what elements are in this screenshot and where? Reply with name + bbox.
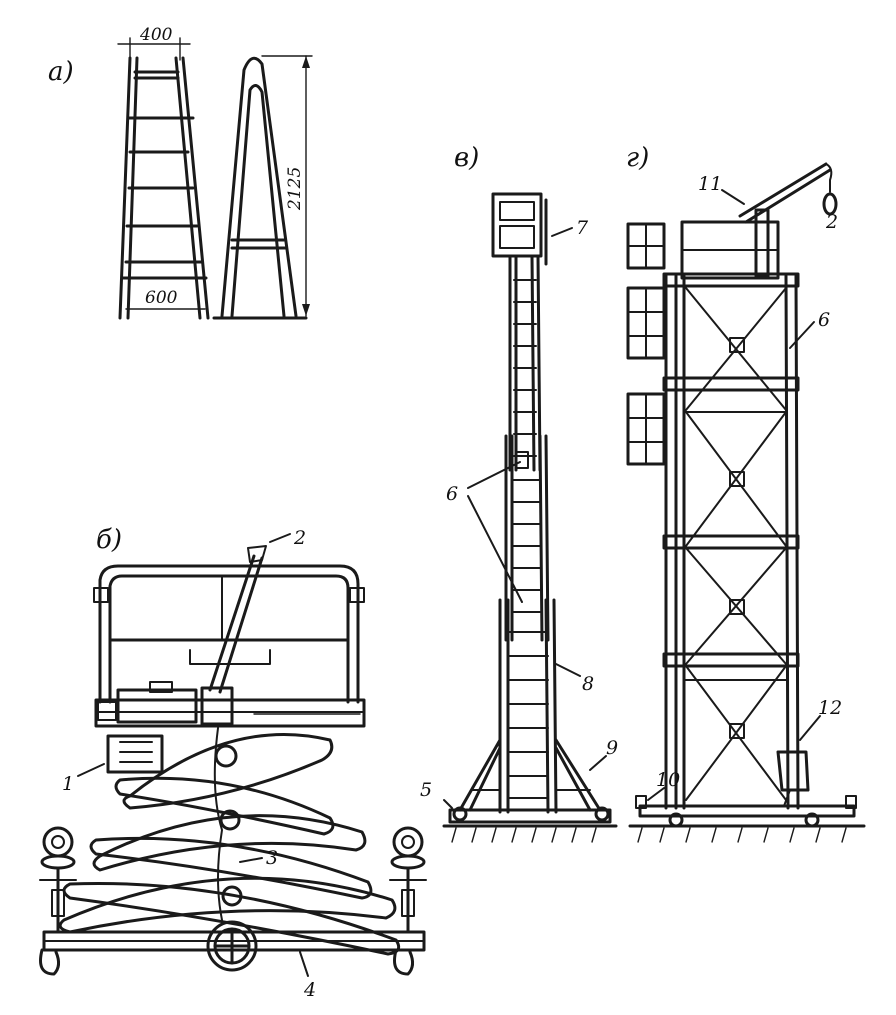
callout-6-leader: 6 bbox=[446, 461, 523, 603]
callout-2: 2 bbox=[293, 527, 306, 549]
motor-unit: 1 bbox=[62, 734, 164, 795]
callout-6-tower-leader: 6 bbox=[789, 309, 830, 349]
panel-a-stepladder: а) 400 600 bbox=[48, 25, 313, 320]
tower-winch: 12 bbox=[776, 697, 842, 807]
callout-7: 7 bbox=[576, 217, 589, 239]
base-frame: 4 bbox=[42, 930, 426, 1001]
callout-12: 12 bbox=[818, 697, 842, 719]
mast-top-cabin: 7 bbox=[491, 192, 589, 266]
callout-6: 6 bbox=[446, 483, 458, 505]
dimension-top-width-label: 400 bbox=[139, 25, 173, 45]
callout-6-tower: 6 bbox=[818, 309, 830, 331]
callout-9: 9 bbox=[606, 737, 618, 759]
ladder-front-view bbox=[118, 56, 210, 320]
mast-base: 5 bbox=[420, 779, 618, 843]
outrigger-right bbox=[389, 826, 427, 976]
mast-lower-section: 8 bbox=[498, 598, 594, 814]
callout-3: 3 bbox=[266, 847, 278, 869]
panel-label-b: б) bbox=[96, 525, 122, 555]
callout-8: 8 bbox=[582, 673, 594, 695]
outrigger-left bbox=[39, 826, 77, 976]
platform-deck bbox=[94, 681, 366, 728]
hoist-boom: 11 2 bbox=[698, 162, 838, 278]
mast-support-legs: 9 bbox=[458, 737, 618, 812]
tower-top-cabin bbox=[680, 220, 780, 280]
mast-middle-section bbox=[504, 434, 550, 642]
panel-b-scissor-lift: б) 2 bbox=[39, 525, 427, 1001]
scissor-mechanism: 3 bbox=[58, 727, 401, 956]
callout-4: 4 bbox=[303, 979, 316, 1001]
dimension-bottom-width: 600 bbox=[125, 288, 206, 310]
panel-g-scaffold-tower: г) 11 2 bbox=[626, 143, 866, 843]
callout-5: 5 bbox=[420, 779, 432, 801]
callout-1: 1 bbox=[62, 773, 74, 795]
panel-v-telescopic-mast: в) 7 bbox=[420, 143, 618, 843]
tower-side-panels bbox=[626, 222, 666, 466]
center-wheel bbox=[206, 920, 258, 972]
callout-2-tower: 2 bbox=[825, 211, 838, 233]
ladder-side-view bbox=[212, 56, 308, 320]
dimension-height-label: 2125 bbox=[285, 167, 305, 211]
dimension-height: 2125 bbox=[261, 55, 313, 317]
control-lever: 2 bbox=[200, 527, 306, 726]
dimension-bottom-width-label: 600 bbox=[145, 288, 178, 308]
panel-label-g: г) bbox=[626, 143, 649, 173]
tower-frame-levels bbox=[662, 272, 800, 681]
callout-11: 11 bbox=[698, 173, 722, 195]
mast-upper-section bbox=[508, 254, 542, 472]
panel-label-a: а) bbox=[48, 57, 74, 87]
panel-label-v: в) bbox=[454, 143, 479, 173]
tower-base: 10 bbox=[628, 769, 866, 843]
dimension-top-width: 400 bbox=[117, 25, 191, 61]
tower-cross-bracing bbox=[685, 287, 787, 801]
callout-10: 10 bbox=[656, 769, 680, 791]
